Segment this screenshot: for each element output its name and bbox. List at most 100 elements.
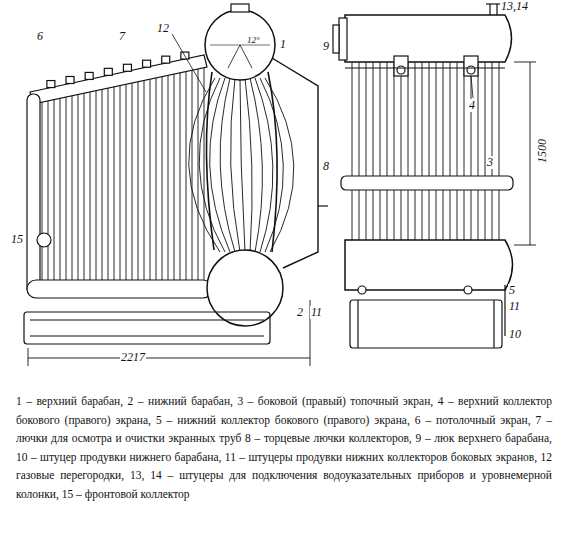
tube (96, 91, 97, 282)
tube (387, 62, 388, 242)
hatch (162, 56, 170, 63)
upper-collector (345, 67, 505, 68)
dimension-tick (514, 62, 536, 63)
front-collector-hatch (37, 233, 51, 247)
frame-line (30, 319, 264, 320)
lower-drum-side (345, 240, 513, 290)
callout-number: 2 (296, 306, 304, 319)
collector-bracket (464, 56, 478, 76)
tube (156, 78, 157, 282)
tube (102, 89, 103, 282)
callout-number: 7 (118, 30, 126, 43)
side-screen-tubes (352, 62, 499, 242)
collector-bracket (394, 56, 408, 76)
dimension-line (28, 358, 310, 359)
tube (240, 78, 245, 252)
angle-line (228, 45, 240, 68)
front-collector (27, 94, 40, 294)
angle-line (240, 45, 252, 68)
tube (394, 62, 395, 242)
tube (478, 62, 479, 242)
leader-line (172, 34, 206, 92)
callout-number: 15 (10, 233, 24, 246)
middle-collector (341, 176, 513, 190)
callout-number: 10 (508, 328, 522, 341)
tube (78, 94, 79, 282)
tube (415, 62, 416, 242)
tube (464, 62, 465, 242)
nozzle-flange (486, 3, 501, 4)
tube (422, 62, 423, 242)
tube (366, 62, 367, 242)
tube (471, 62, 472, 242)
tube (436, 62, 437, 242)
drum-flange (339, 18, 347, 60)
tube (401, 62, 402, 242)
callout-number: 11 (508, 300, 521, 313)
tube (60, 98, 61, 282)
hatch (85, 72, 93, 79)
hatch (104, 68, 112, 75)
tube (204, 68, 205, 282)
tube (443, 62, 444, 242)
collector-hatch (467, 66, 475, 74)
tube (408, 62, 409, 242)
callout-number: 8 (322, 160, 330, 173)
tube (429, 62, 430, 242)
callout-number: 13,14 (500, 0, 529, 13)
tube (120, 86, 121, 283)
nozzle (489, 4, 490, 15)
ceiling-screen (30, 55, 207, 104)
tube (108, 88, 109, 282)
tube (231, 78, 240, 252)
blowdown-pipe (504, 285, 505, 336)
callout-number: 2217 (120, 351, 146, 364)
callout-number: 5 (508, 284, 516, 297)
callout-number: 4 (468, 99, 476, 112)
callout-number: 9 (322, 40, 330, 53)
tube (380, 62, 381, 242)
tube (250, 78, 262, 252)
tube (54, 100, 55, 282)
callout-number: 12° (246, 34, 261, 47)
tube (48, 101, 49, 282)
tube (499, 62, 500, 242)
frame-line (493, 300, 494, 348)
tube (220, 78, 235, 252)
callout-number: 1500 (536, 138, 549, 164)
tube (180, 73, 181, 282)
tube (174, 74, 175, 282)
drum-axis (210, 45, 270, 46)
tube (168, 75, 169, 282)
tube (192, 70, 193, 282)
frame-line (30, 335, 264, 336)
hatch (123, 64, 131, 71)
tube (265, 78, 294, 252)
boiler-bank-tubes (189, 78, 294, 252)
frame-line (357, 300, 358, 348)
tube (90, 92, 91, 282)
tube (485, 62, 486, 242)
upper-drum (205, 10, 275, 80)
tube (245, 78, 252, 252)
tube (373, 62, 374, 242)
lower-drum (207, 250, 283, 326)
inspection-hatches (47, 52, 189, 87)
dimension-line (530, 62, 531, 245)
tube (84, 93, 85, 282)
tube (352, 62, 353, 242)
tube (144, 80, 145, 282)
hatch (66, 76, 74, 83)
figure-caption: 1 – верхний барабан, 2 – нижний барабан,… (16, 392, 552, 503)
blowdown-nozzle (464, 286, 472, 294)
tube (457, 62, 458, 242)
tube (42, 102, 43, 282)
tube (359, 62, 360, 242)
tube (450, 62, 451, 242)
downcomer-pipe (272, 58, 318, 268)
support-frame-side (350, 300, 502, 348)
screen-tubes (42, 68, 204, 282)
tube (138, 82, 139, 282)
tube (492, 62, 493, 242)
pipe-stub (318, 205, 328, 206)
